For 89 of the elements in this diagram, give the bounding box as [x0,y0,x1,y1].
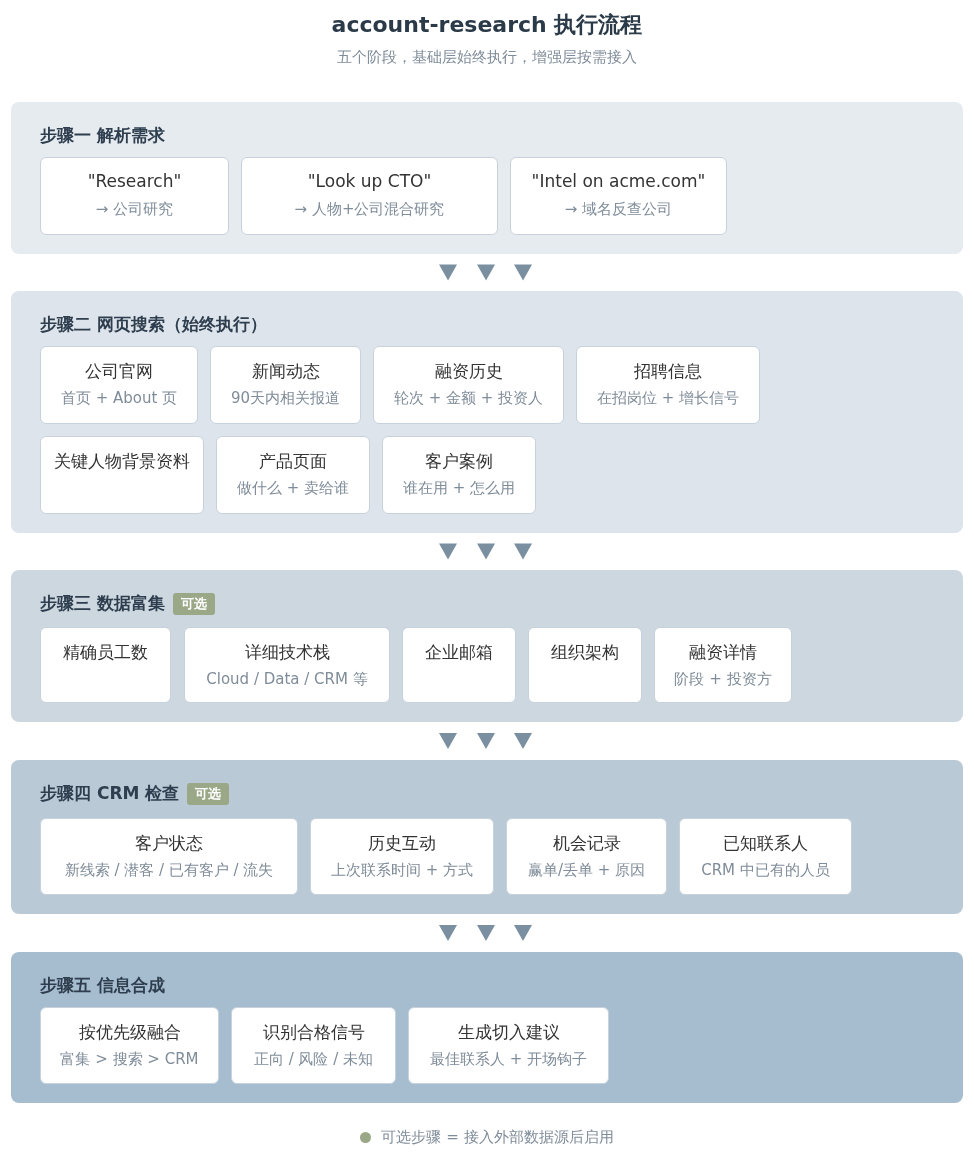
flow-arrow [514,543,532,560]
info-card [40,818,298,895]
info-card [40,436,204,514]
stage-panel [11,952,963,1103]
card-subtitle: 首页 + About 页 [59,389,179,408]
card-subtitle: 富集 > 搜索 > CRM [59,1050,200,1069]
card-title: 企业邮箱 [424,641,494,664]
info-card [510,157,727,235]
card-title: 详细技术栈 [243,641,331,664]
card-subtitle: 90天内相关报道 [229,389,342,408]
flow-arrow [477,925,495,941]
info-card [241,157,498,235]
card-subtitle: 阶段 + 投资方 [673,670,773,689]
info-card [40,157,229,235]
flow-arrow [439,264,457,281]
stage-panel [11,102,963,254]
card-subtitle: 上次联系时间 + 方式 [329,861,475,880]
flow-arrow [514,264,532,281]
card-title: 组织架构 [550,641,620,664]
info-card [40,1007,219,1084]
info-card [382,436,536,514]
card-title: 公司官网 [84,360,154,383]
legend-text: 可选步骤 = 接入外部数据源后启用 [381,1128,614,1147]
card-subtitle: → 公司研究 [94,200,175,219]
flow-arrow [439,925,457,941]
card-title: 融资历史 [433,360,504,383]
flow-arrow [477,264,495,281]
info-card [40,627,171,703]
card-title: 已知联系人 [722,832,809,855]
card-subtitle: 谁在用 + 怎么用 [401,479,517,498]
optional-badge: 可选 [187,782,230,805]
flow-arrow [514,925,532,941]
info-card [40,346,198,424]
flow-arrow [439,543,457,560]
card-subtitle: 赢单/丢单 + 原因 [526,861,647,880]
diagram-title: account-research 执行流程 [330,11,644,39]
info-card [408,1007,609,1084]
stage-panel [11,760,963,914]
flow-arrow [439,733,457,749]
card-subtitle: 新线索 / 潜客 / 已有客户 / 流失 [63,861,275,880]
card-title: 招聘信息 [633,360,703,383]
card-title: "Research" [86,171,183,191]
card-title: 精确员工数 [62,641,149,664]
card-subtitle: → 域名反查公司 [563,200,674,219]
optional-badge: 可选 [172,592,215,615]
info-card [654,627,792,703]
card-subtitle: Cloud / Data / CRM 等 [205,670,369,689]
card-subtitle: 轮次 + 金额 + 投资人 [392,389,545,408]
card-subtitle: CRM 中已有的人员 [700,861,831,880]
card-subtitle: 正向 / 风险 / 未知 [252,1050,375,1069]
card-title: 产品页面 [258,450,328,473]
card-title: 识别合格信号 [261,1021,366,1044]
card-subtitle: 在招岗位 + 增长信号 [595,389,741,408]
card-title: 机会记录 [551,832,622,855]
card-title: 生成切入建议 [456,1021,561,1044]
stage-panel [11,570,963,722]
flow-arrow [477,543,495,560]
info-card [231,1007,396,1084]
info-card [402,627,516,703]
stage-heading: 步骤五 信息合成 [40,974,165,997]
flow-arrow [514,733,532,749]
card-title: 融资详情 [688,641,758,664]
card-title: "Look up CTO" [306,171,433,191]
card-title: 新闻动态 [250,360,321,383]
flow-arrow [477,733,495,749]
card-title: 按优先级融合 [77,1021,182,1044]
subtitle: 五个阶段，基础层始终执行，增强层按需接入 [336,48,638,67]
stage-heading: 步骤三 数据富集 [40,592,165,615]
info-card [210,346,361,424]
card-title: 历史互动 [367,832,437,855]
info-card [506,818,667,895]
card-title: 关键人物背景资料 [53,450,191,473]
stage-heading: 步骤二 网页搜索（始终执行） [40,313,267,336]
card-subtitle: → 人物+公司混合研究 [293,200,446,219]
info-card [310,818,494,895]
card-subtitle: 最佳联系人 + 开场钩子 [428,1050,589,1069]
stage-heading: 步骤一 解析需求 [40,124,165,147]
card-title: 客户案例 [424,450,494,473]
info-card [216,436,370,514]
stage-heading: 步骤四 CRM 检查 [40,782,180,805]
card-subtitle: 做什么 + 卖给谁 [235,479,351,498]
info-card [184,627,390,703]
info-card [528,627,642,703]
info-card [576,346,760,424]
card-title: "Intel on acme.com" [530,171,707,191]
info-card [679,818,852,895]
info-card [373,346,564,424]
stage-panel [11,291,963,533]
card-title: 客户状态 [134,832,204,855]
